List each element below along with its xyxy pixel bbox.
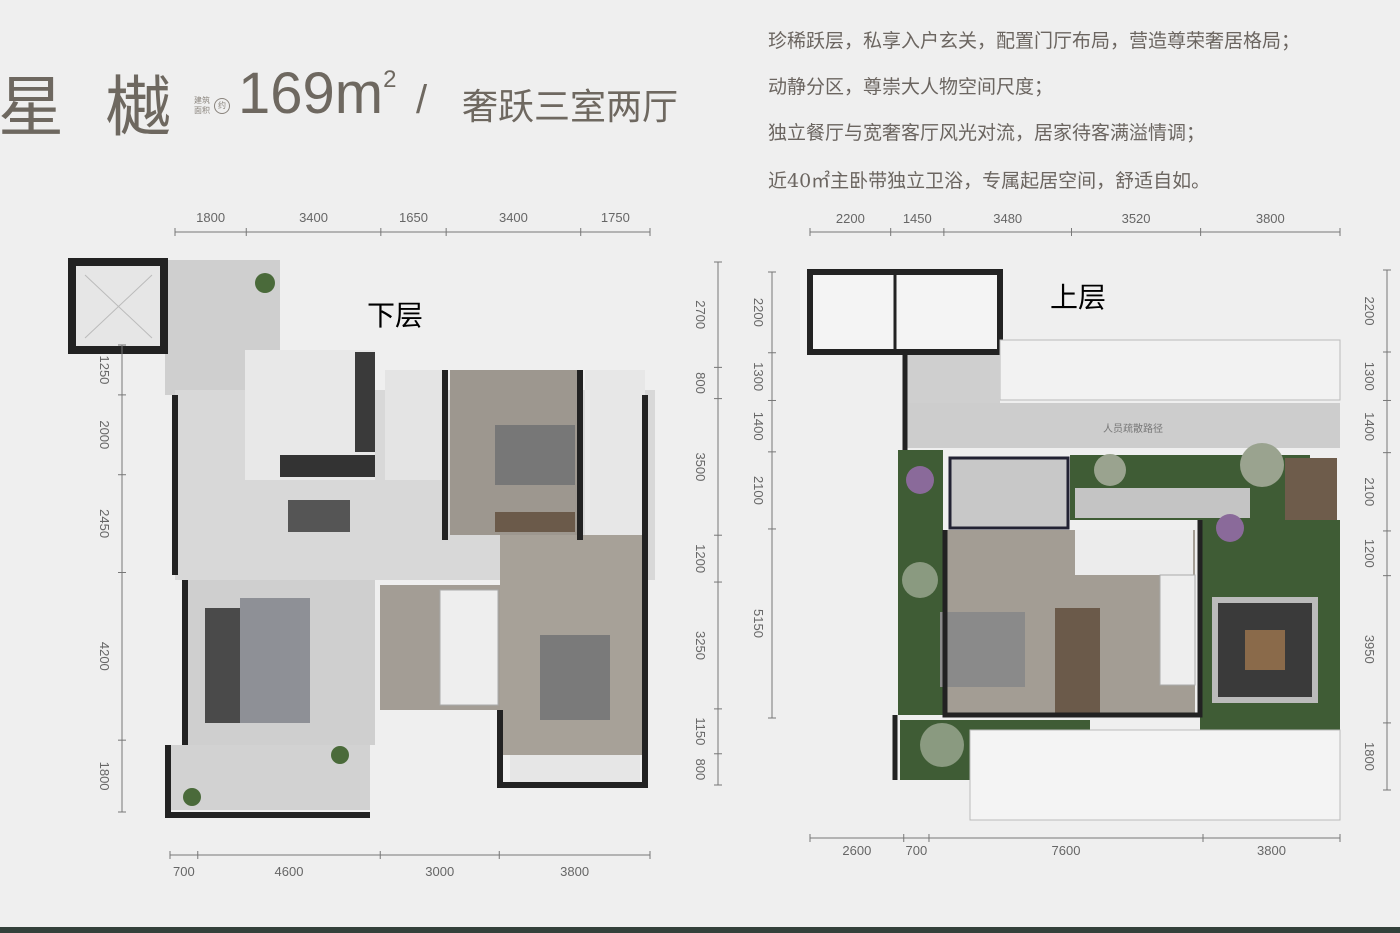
dimension-label: 1800 xyxy=(1362,742,1377,771)
project-name: 星 樾 xyxy=(0,69,181,146)
lower-roof xyxy=(969,729,1341,821)
area-number: 169m xyxy=(238,61,384,126)
dimension-label: 7600 xyxy=(1052,843,1081,858)
dimension-label: 3000 xyxy=(425,864,454,879)
dimension-label: 1400 xyxy=(751,412,766,441)
dimension-label: 3480 xyxy=(993,211,1022,226)
dimension-label: 1800 xyxy=(196,210,225,225)
dimension-label: 3800 xyxy=(1257,843,1286,858)
area-note: 建筑面积 xyxy=(194,96,210,115)
ensuite-bath xyxy=(585,370,645,535)
dimension-label: 3800 xyxy=(1256,211,1285,226)
lower-floor-label: 下层 xyxy=(367,299,423,332)
description-line: 珍稀跃层，私享入户玄关，配置门厅布局，营造尊荣奢居格局； xyxy=(768,30,1301,52)
roof-deck xyxy=(999,339,1341,401)
dimension-label: 3400 xyxy=(499,210,528,225)
dimension-label: 2200 xyxy=(751,298,766,327)
dimension-label: 3950 xyxy=(1362,635,1377,664)
dimension-label: 1300 xyxy=(751,362,766,391)
dimension-label: 2100 xyxy=(751,476,766,505)
dimension-label: 3250 xyxy=(693,631,708,660)
dimension-label: 1450 xyxy=(903,211,932,226)
dimension-label: 700 xyxy=(906,843,928,858)
description-line: 独立餐厅与宽奢客厅风光对流，居家待客满溢情调； xyxy=(768,122,1206,144)
upper-floor-plan: 人员疏散路径 上层 xyxy=(807,269,1341,821)
dimension-label: 1200 xyxy=(693,544,708,573)
dimension-label: 1250 xyxy=(97,355,112,384)
dimension-label: 800 xyxy=(693,372,708,394)
dimension-label: 4200 xyxy=(97,642,112,671)
dimension-label: 2100 xyxy=(1362,477,1377,506)
dimension-label: 3520 xyxy=(1122,211,1151,226)
evacuation-path xyxy=(905,403,1340,448)
title-divider: / xyxy=(416,78,428,122)
unit-type: 奢跃三室两厅 xyxy=(462,87,679,128)
area-value: 169m2 xyxy=(238,60,396,127)
upper-floor-label: 上层 xyxy=(1050,281,1106,314)
dimension-label: 5150 xyxy=(751,609,766,638)
lower-floor-plan: 下层 xyxy=(68,258,655,818)
dimension-label: 2200 xyxy=(1362,297,1377,326)
dimension-lines: 1800 3400 1650 3400 1750 700 4600 3000 3800 1250 2… xyxy=(97,210,1391,879)
dimension-label: 1650 xyxy=(399,210,428,225)
upper-bathroom xyxy=(948,456,1070,530)
dimension-label: 1400 xyxy=(1362,412,1377,441)
description-line: 动静分区，尊崇大人物空间尺度； xyxy=(768,76,1054,98)
dimension-label: 2700 xyxy=(693,300,708,329)
dimension-label: 800 xyxy=(693,759,708,781)
upper-stairwell xyxy=(807,269,1003,355)
dimension-label: 1150 xyxy=(693,717,708,745)
dimension-label: 3400 xyxy=(299,210,328,225)
bathroom xyxy=(385,370,445,480)
dimension-label: 1800 xyxy=(97,762,112,791)
area-unit-sup: 2 xyxy=(383,66,397,93)
evacuation-path-label: 人员疏散路径 xyxy=(1103,422,1163,435)
dimension-label: 3800 xyxy=(560,864,589,879)
description-line: 近40㎡主卧带独立卫浴，专属起居空间，舒适自如。 xyxy=(768,170,1211,192)
dimension-label: 1300 xyxy=(1362,362,1377,391)
dimension-label: 2600 xyxy=(842,843,871,858)
dimension-label: 3500 xyxy=(693,452,708,481)
dimension-label: 2200 xyxy=(836,211,865,226)
bottom-band xyxy=(0,927,1400,933)
dimension-label: 700 xyxy=(173,864,195,879)
dimension-label: 2000 xyxy=(97,420,112,449)
dimension-label: 1750 xyxy=(601,210,630,225)
dimension-label: 4600 xyxy=(275,864,304,879)
dimension-label: 2450 xyxy=(97,509,112,538)
dimension-label: 1200 xyxy=(1362,539,1377,568)
area-approx-badge: 约 xyxy=(214,98,230,114)
